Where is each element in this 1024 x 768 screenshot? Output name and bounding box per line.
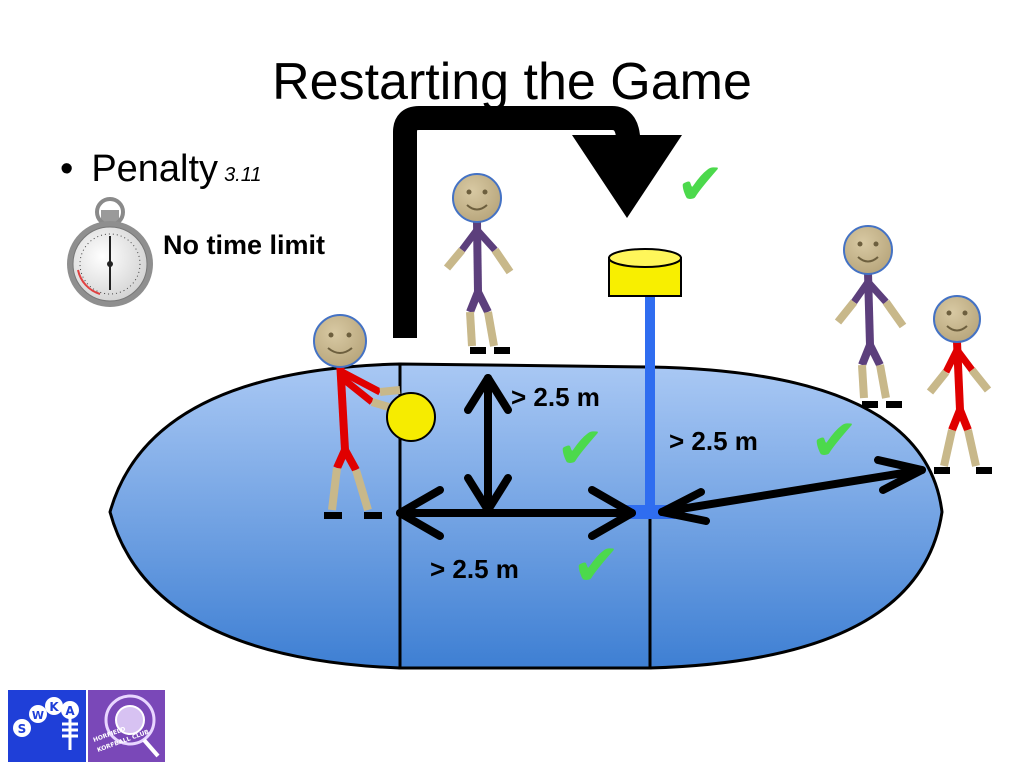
bullet-text: Penalty: [91, 148, 219, 190]
rule-reference: 3.11: [224, 164, 262, 186]
time-limit-note: No time limit: [163, 230, 326, 260]
field-right-zone: [648, 365, 944, 670]
distance-label-vertical: > 2.5 m: [511, 382, 600, 412]
ball: [386, 392, 436, 442]
shot-arrow: [393, 106, 682, 338]
svg-text:S: S: [18, 722, 27, 736]
slide-title: Restarting the Game: [272, 53, 752, 111]
distance-label-diagonal: > 2.5 m: [669, 426, 758, 456]
checkmark-horizontal: ✔: [572, 531, 621, 599]
distance-label-horizontal: > 2.5 m: [430, 554, 519, 584]
defender-right: [834, 225, 907, 408]
field-left-zone: [108, 362, 402, 670]
korfball-field: [108, 362, 944, 670]
attacker-with-ball: [313, 314, 436, 519]
bullet-dot: •: [60, 148, 74, 190]
svg-text:K: K: [49, 700, 59, 714]
attacker-right: [926, 295, 992, 474]
distance-arrow-horizontal: [396, 486, 636, 540]
skwa-logo: S W K A: [8, 690, 86, 762]
defender-top: [443, 173, 514, 354]
horfield-korfball-club-logo: HORFIELD KORFBALL CLUB: [88, 690, 165, 762]
svg-text:A: A: [65, 704, 75, 718]
checkmark-diagonal: ✔: [810, 406, 859, 474]
stopwatch-icon: [67, 197, 153, 307]
svg-text:W: W: [32, 709, 44, 722]
distance-arrow-vertical: [464, 374, 512, 514]
distance-arrow-diagonal: [658, 456, 926, 525]
korf-basket: [608, 248, 682, 297]
checkmark-vertical: ✔: [556, 414, 605, 482]
checkmark-shot: ✔: [676, 150, 725, 218]
